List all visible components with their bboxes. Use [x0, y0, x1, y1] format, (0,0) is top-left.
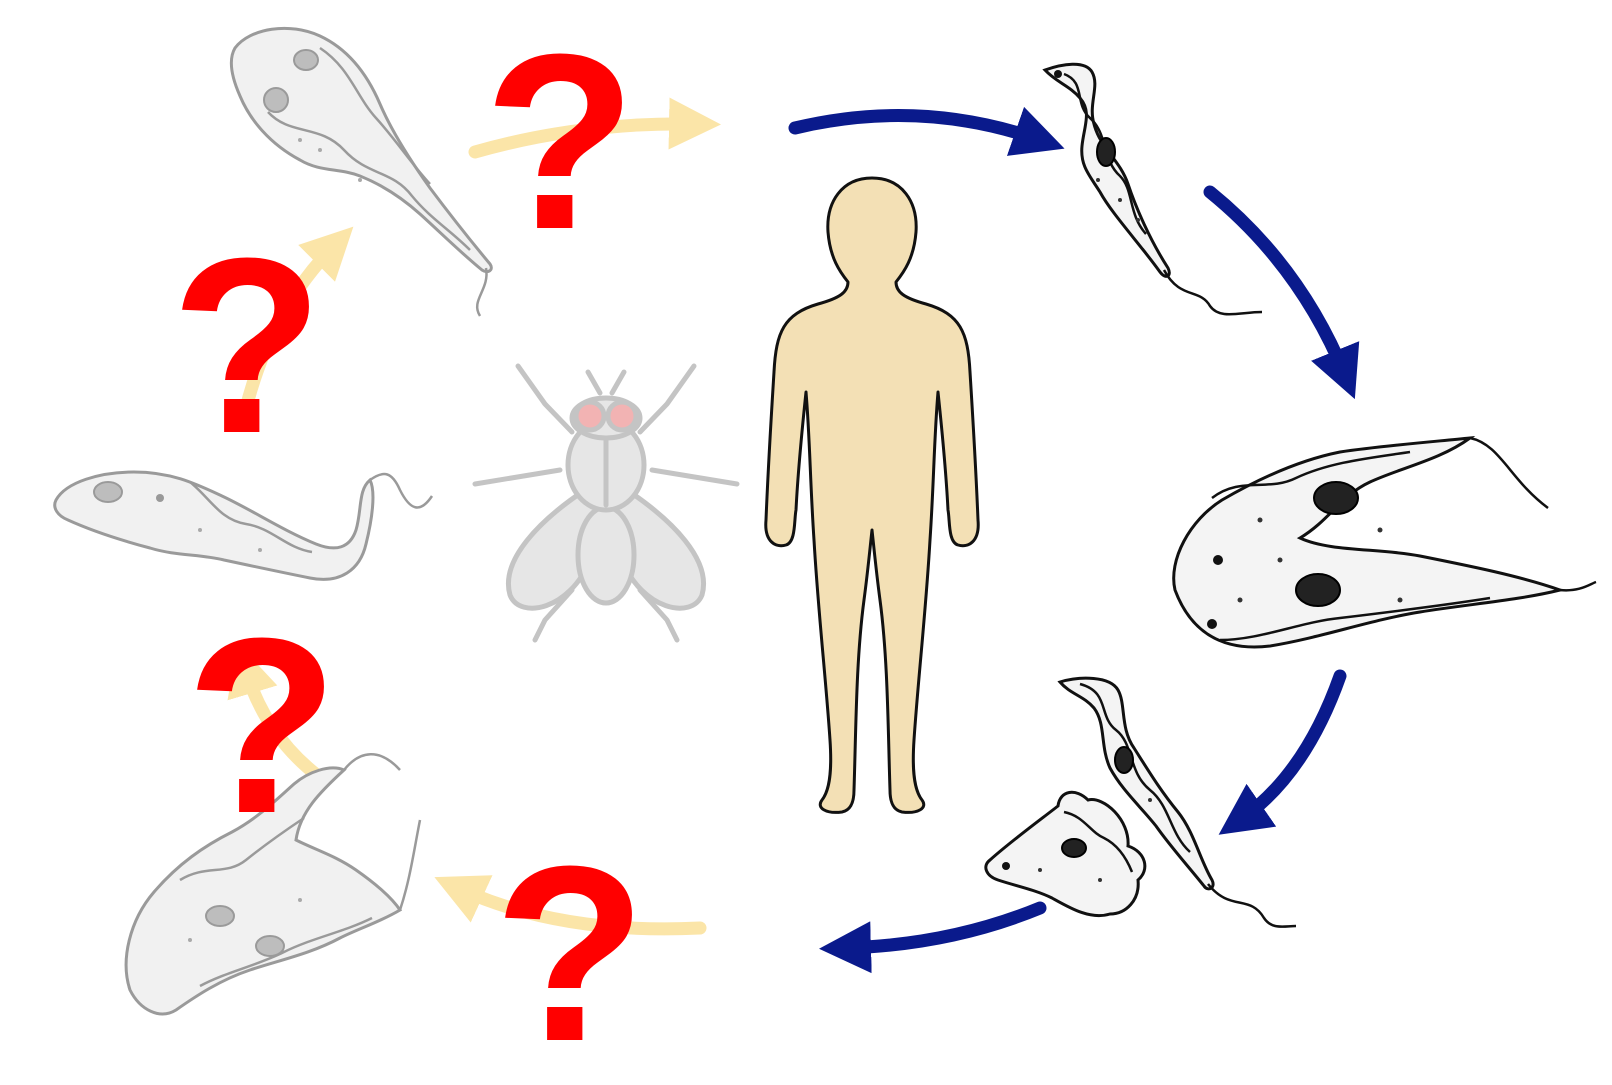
blue-arrow-bottom — [845, 908, 1040, 948]
question-mark-upper-left: ? — [171, 206, 324, 485]
human-silhouette-icon — [766, 178, 978, 812]
question-mark-top: ? — [484, 2, 637, 281]
question-mark-lower-left: ? — [186, 586, 339, 865]
blue-arrow-upper-right — [1210, 192, 1345, 375]
blue-arrow-lower-right — [1240, 676, 1340, 820]
trypanosome-slender-top-icon — [1045, 64, 1262, 314]
question-mark-bottom: ? — [494, 814, 647, 1080]
trypanosome-faded-middle-icon — [55, 472, 432, 579]
blue-arrow-top — [795, 116, 1040, 141]
fly-icon — [475, 366, 737, 640]
trypanosome-stumpy-pair-icon — [986, 678, 1296, 926]
trypanosome-dividing-icon — [1174, 438, 1596, 647]
